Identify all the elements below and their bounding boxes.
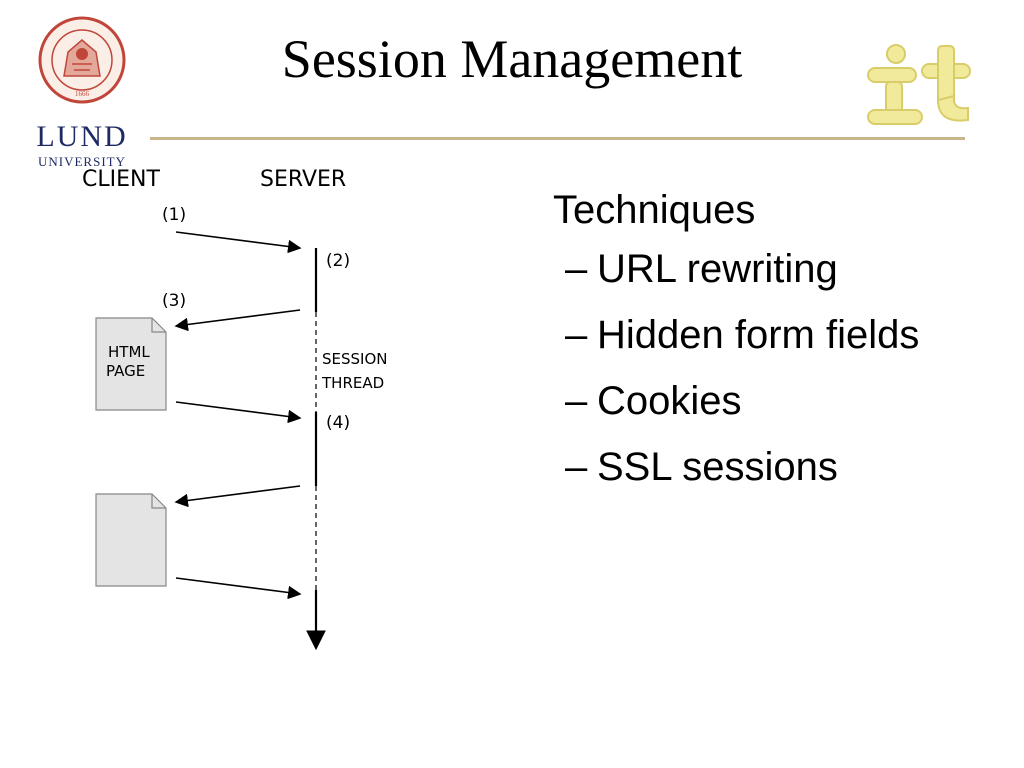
step-1-label: (1) — [162, 205, 186, 225]
list-item: –Cookies — [553, 368, 1013, 434]
list-item-text: Hidden form fields — [597, 313, 920, 357]
client-label: CLIENT — [82, 167, 160, 192]
slide-title: Session Management — [281, 29, 743, 89]
step-3-label: (3) — [162, 291, 186, 311]
session-label-line1: SESSION — [322, 350, 388, 368]
bullet-dash: – — [565, 379, 588, 423]
it-logo-icon — [867, 44, 971, 125]
step-2-label: (2) — [326, 251, 350, 271]
list-item: –Hidden form fields — [553, 302, 1013, 368]
list-item-text: SSL sessions — [597, 445, 838, 489]
logo-wordmark-lund: LUND — [36, 120, 128, 153]
html-page-document-icon — [95, 317, 167, 411]
svg-text:1666: 1666 — [75, 90, 90, 98]
university-logo: 1666 LUND UNIVERSITY — [30, 14, 134, 169]
html-page-label-line2: PAGE — [106, 362, 145, 380]
request-arrow-1 — [175, 231, 302, 254]
session-diagram: CLIENT SERVER (1) (2) (3) HTML PAGE SESS… — [82, 167, 388, 651]
response-arrow-2 — [174, 485, 301, 508]
techniques-list: Techniques –URL rewriting –Hidden form f… — [553, 184, 1013, 500]
request-arrow-2 — [175, 401, 302, 424]
response-arrow-1 — [174, 309, 301, 332]
request-arrow-3 — [175, 577, 302, 600]
list-item-text: Cookies — [597, 379, 742, 423]
bullet-dash: – — [565, 313, 588, 357]
second-page-document-icon — [95, 493, 167, 587]
session-label-line2: THREAD — [321, 374, 384, 392]
university-seal-icon: 1666 — [38, 16, 126, 104]
list-item-text: URL rewriting — [597, 247, 838, 291]
server-label: SERVER — [260, 167, 346, 192]
list-item: –URL rewriting — [553, 236, 1013, 302]
techniques-heading: Techniques — [553, 188, 756, 232]
bullet-dash: – — [565, 445, 588, 489]
logo-wordmark-university: UNIVERSITY — [38, 154, 126, 169]
list-item: –SSL sessions — [553, 434, 1013, 500]
html-page-label-line1: HTML — [108, 343, 150, 361]
title-divider — [150, 137, 965, 140]
step-4-label: (4) — [326, 413, 350, 433]
bullet-dash: – — [565, 247, 588, 291]
